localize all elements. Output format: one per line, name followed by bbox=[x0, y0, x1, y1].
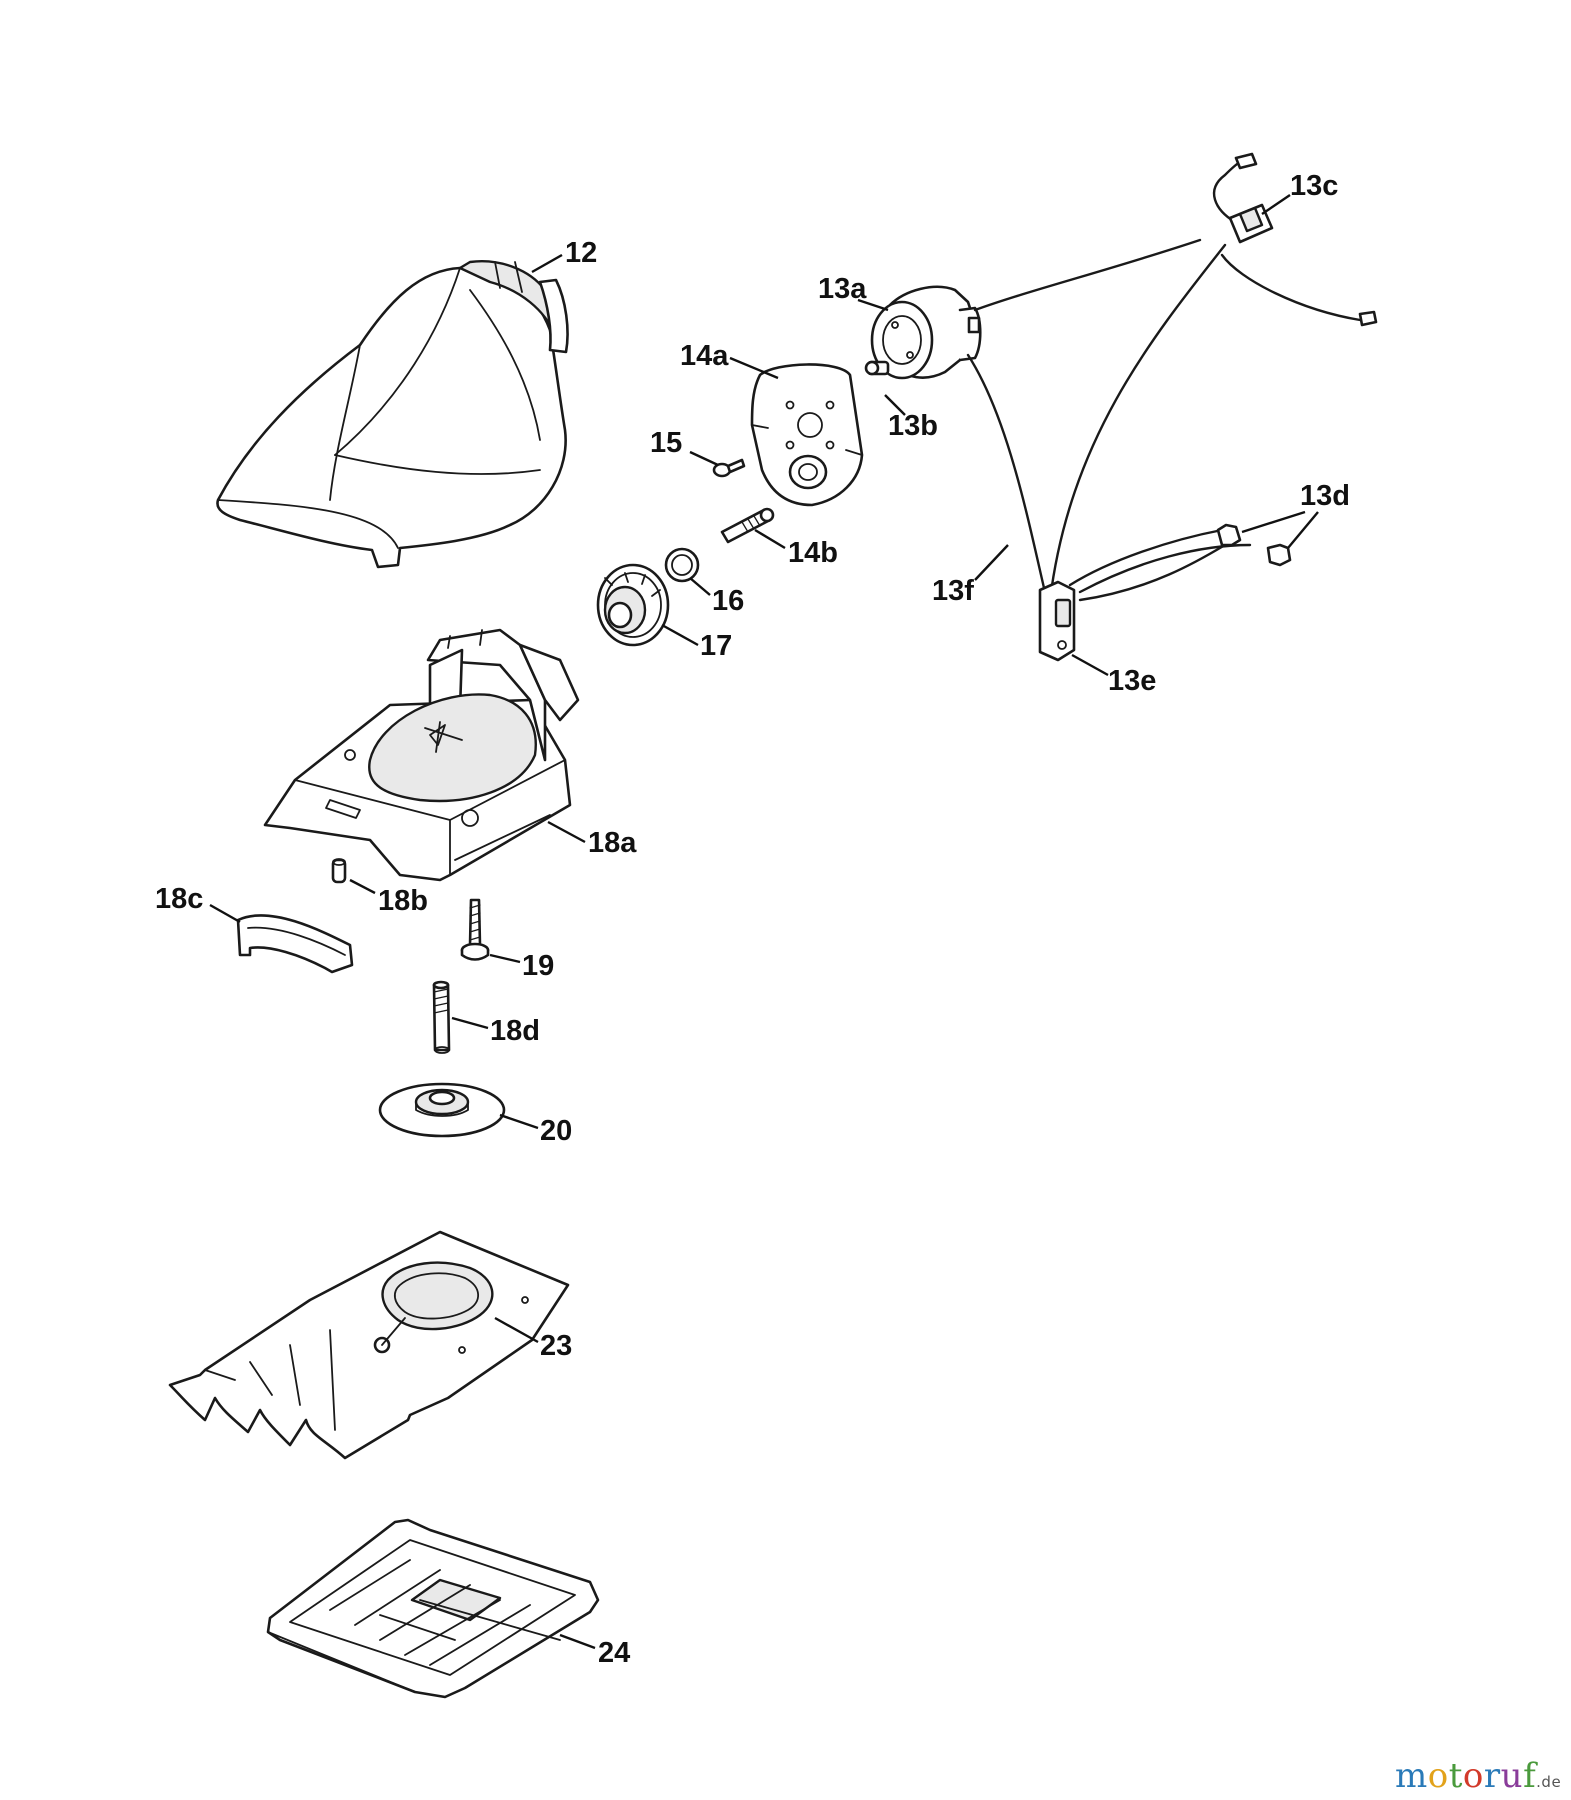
part-13-wiring-harness bbox=[966, 152, 1378, 607]
brand-letter: o bbox=[1462, 1756, 1484, 1796]
part-18a-gearbox-base bbox=[263, 628, 580, 882]
callout-18d: 18d bbox=[490, 1015, 540, 1047]
callout-17: 17 bbox=[700, 630, 732, 662]
callout-14b: 14b bbox=[788, 537, 838, 569]
part-16-washer bbox=[664, 547, 700, 583]
part-17-gear bbox=[596, 563, 670, 647]
callout-18a: 18a bbox=[588, 827, 637, 859]
part-18b-pin bbox=[331, 858, 347, 884]
callout-13d: 13d bbox=[1300, 480, 1350, 512]
callout-20: 20 bbox=[540, 1115, 572, 1147]
callout-13e: 13e bbox=[1108, 665, 1156, 697]
part-15-screw bbox=[712, 458, 746, 478]
callout-13f: 13f bbox=[932, 575, 974, 607]
brand-letter: m bbox=[1395, 1756, 1428, 1796]
part-13b-pinion bbox=[864, 360, 890, 376]
callout-18b: 18b bbox=[378, 885, 428, 917]
brand-letter: f bbox=[1523, 1756, 1537, 1796]
part-24-base-plate bbox=[266, 1518, 600, 1699]
callout-23: 23 bbox=[540, 1330, 572, 1362]
callout-13b: 13b bbox=[888, 410, 938, 442]
callout-19: 19 bbox=[522, 950, 554, 982]
part-18c-curved-guard bbox=[236, 914, 354, 974]
callout-13c: 13c bbox=[1290, 170, 1338, 202]
callout-15: 15 bbox=[650, 427, 682, 459]
part-18d-threaded-pin bbox=[432, 980, 451, 1054]
part-12-housing-cover bbox=[216, 260, 569, 569]
callout-12: 12 bbox=[565, 237, 597, 269]
part-13a-motor bbox=[870, 285, 982, 380]
part-13c-connector bbox=[1228, 203, 1274, 244]
callout-16: 16 bbox=[712, 585, 744, 617]
brand-letter: t bbox=[1448, 1756, 1463, 1796]
part-14a-mounting-plate bbox=[750, 363, 864, 507]
part-23-cutter-blade bbox=[168, 1230, 570, 1460]
brand-suffix: .de bbox=[1536, 1773, 1562, 1791]
part-20-disc bbox=[378, 1082, 506, 1138]
brand-letter: r bbox=[1483, 1756, 1501, 1796]
brand-letter: u bbox=[1500, 1756, 1524, 1796]
callout-18c: 18c bbox=[155, 883, 203, 915]
brand-letter: o bbox=[1427, 1756, 1449, 1796]
part-14b-shaft bbox=[720, 507, 775, 544]
callout-14a: 14a bbox=[680, 340, 729, 372]
callout-24: 24 bbox=[598, 1637, 630, 1669]
part-19-screw bbox=[460, 898, 490, 961]
part-13d-terminals bbox=[1216, 523, 1292, 567]
part-13e-switch bbox=[1038, 580, 1076, 662]
brand-logo: motoruf.de bbox=[1395, 1756, 1561, 1796]
